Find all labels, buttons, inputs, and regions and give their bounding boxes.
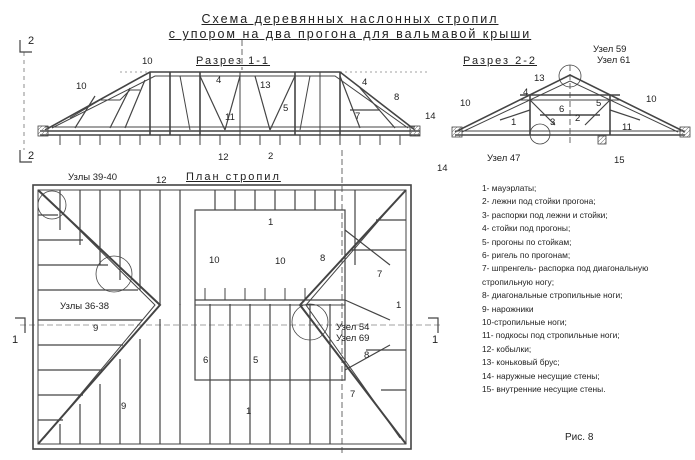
num-2: 2	[268, 151, 274, 162]
num-1: 1	[246, 406, 252, 417]
legend-item: 2- лежни под стойки прогона;	[482, 196, 596, 207]
legend-item: 5- прогоны по стойкам;	[482, 236, 572, 247]
legend-item: 8- диагональные стропильные ноги;	[482, 290, 623, 301]
num-10: 10	[209, 255, 220, 266]
legend-item: стропильную ногу;	[482, 276, 555, 287]
num-14: 14	[437, 163, 448, 174]
legend-item: 11- подкосы под стропильные ноги;	[482, 330, 620, 341]
legend-item: 9- нарожники	[482, 303, 534, 314]
node-47-label: Узел 47	[487, 153, 521, 164]
num-12: 12	[218, 152, 229, 163]
num-4: 4	[362, 77, 368, 88]
num-1: 1	[511, 117, 517, 128]
node-59-label: Узел 59	[593, 44, 627, 55]
plan-outline	[32, 184, 412, 450]
num-15: 15	[614, 155, 625, 166]
legend-item: 14- наружные несущие стены;	[482, 370, 600, 381]
num-13: 13	[260, 80, 271, 91]
legend-item: 6- ригель по прогонам;	[482, 250, 571, 261]
num-7: 7	[350, 389, 356, 400]
legend-item: 12- кобылки;	[482, 343, 532, 354]
diagram-title: Схема деревянных наслонных стропил	[201, 12, 499, 26]
num-10: 10	[142, 56, 153, 67]
node-36-38-label: Узлы 36-38	[60, 301, 110, 312]
num-7: 7	[355, 111, 361, 122]
num-2: 2	[575, 113, 581, 124]
num-8: 8	[320, 253, 326, 264]
legend-item: 13- коньковый брус;	[482, 357, 560, 368]
legend-item: 15- внутренние несущие стены.	[482, 384, 606, 395]
section-1-1-title: Разрез 1-1	[196, 55, 271, 67]
num-1: 1	[396, 300, 402, 311]
legend-item: 7- шпренгель- распорка под диагональную	[482, 263, 649, 274]
section-2-2-title: Разрез 2-2	[463, 55, 538, 67]
num-13: 13	[534, 73, 545, 84]
num-8: 8	[394, 92, 400, 103]
num-1: 1	[268, 217, 274, 228]
num-6: 6	[203, 355, 209, 366]
legend-item: 1- мауэрлаты;	[482, 183, 537, 193]
num-10: 10	[460, 98, 471, 109]
num-5: 5	[253, 355, 259, 366]
node-39-40-label: Узлы 39-40	[68, 172, 118, 183]
num-5: 5	[596, 98, 602, 109]
legend: 1- мауэрлаты; 2- лежни под стойки прогон…	[482, 182, 692, 397]
legend-item: 4- стойки под прогоны;	[482, 223, 571, 234]
cut-mark-2-bottom: 2	[28, 150, 35, 162]
num-7: 7	[377, 269, 383, 280]
node-54-label: Узел 54	[336, 322, 370, 333]
num-12: 12	[156, 175, 167, 186]
legend-item: 3- распорки под лежни и стойки;	[482, 209, 608, 220]
diagram-subtitle: с упором на два прогона для вальмавой кр…	[168, 27, 532, 41]
num-11: 11	[225, 112, 235, 123]
num-3: 3	[550, 117, 556, 128]
num-5: 5	[283, 103, 289, 114]
num-9: 9	[93, 323, 99, 334]
legend-item: 10-стропильные ноги;	[482, 317, 567, 328]
node-69-label: Узел 69	[336, 333, 370, 344]
num-9: 9	[121, 401, 127, 412]
figure-label: Рис. 8	[565, 432, 594, 443]
cut-mark-2-top: 2	[28, 35, 35, 47]
num-10: 10	[646, 94, 657, 105]
num-14: 14	[425, 111, 436, 122]
num-4: 4	[523, 87, 529, 98]
cut-mark-1-right: 1	[432, 334, 439, 346]
num-6: 6	[559, 104, 565, 115]
plan-title: План стропил	[186, 171, 281, 183]
num-4: 4	[216, 75, 222, 86]
num-8: 8	[364, 350, 370, 361]
cut-mark-1-left: 1	[12, 334, 19, 346]
node-61-label: Узел 61	[597, 55, 631, 66]
num-10: 10	[275, 256, 286, 267]
num-11: 11	[622, 122, 632, 133]
num-10: 10	[76, 81, 87, 92]
